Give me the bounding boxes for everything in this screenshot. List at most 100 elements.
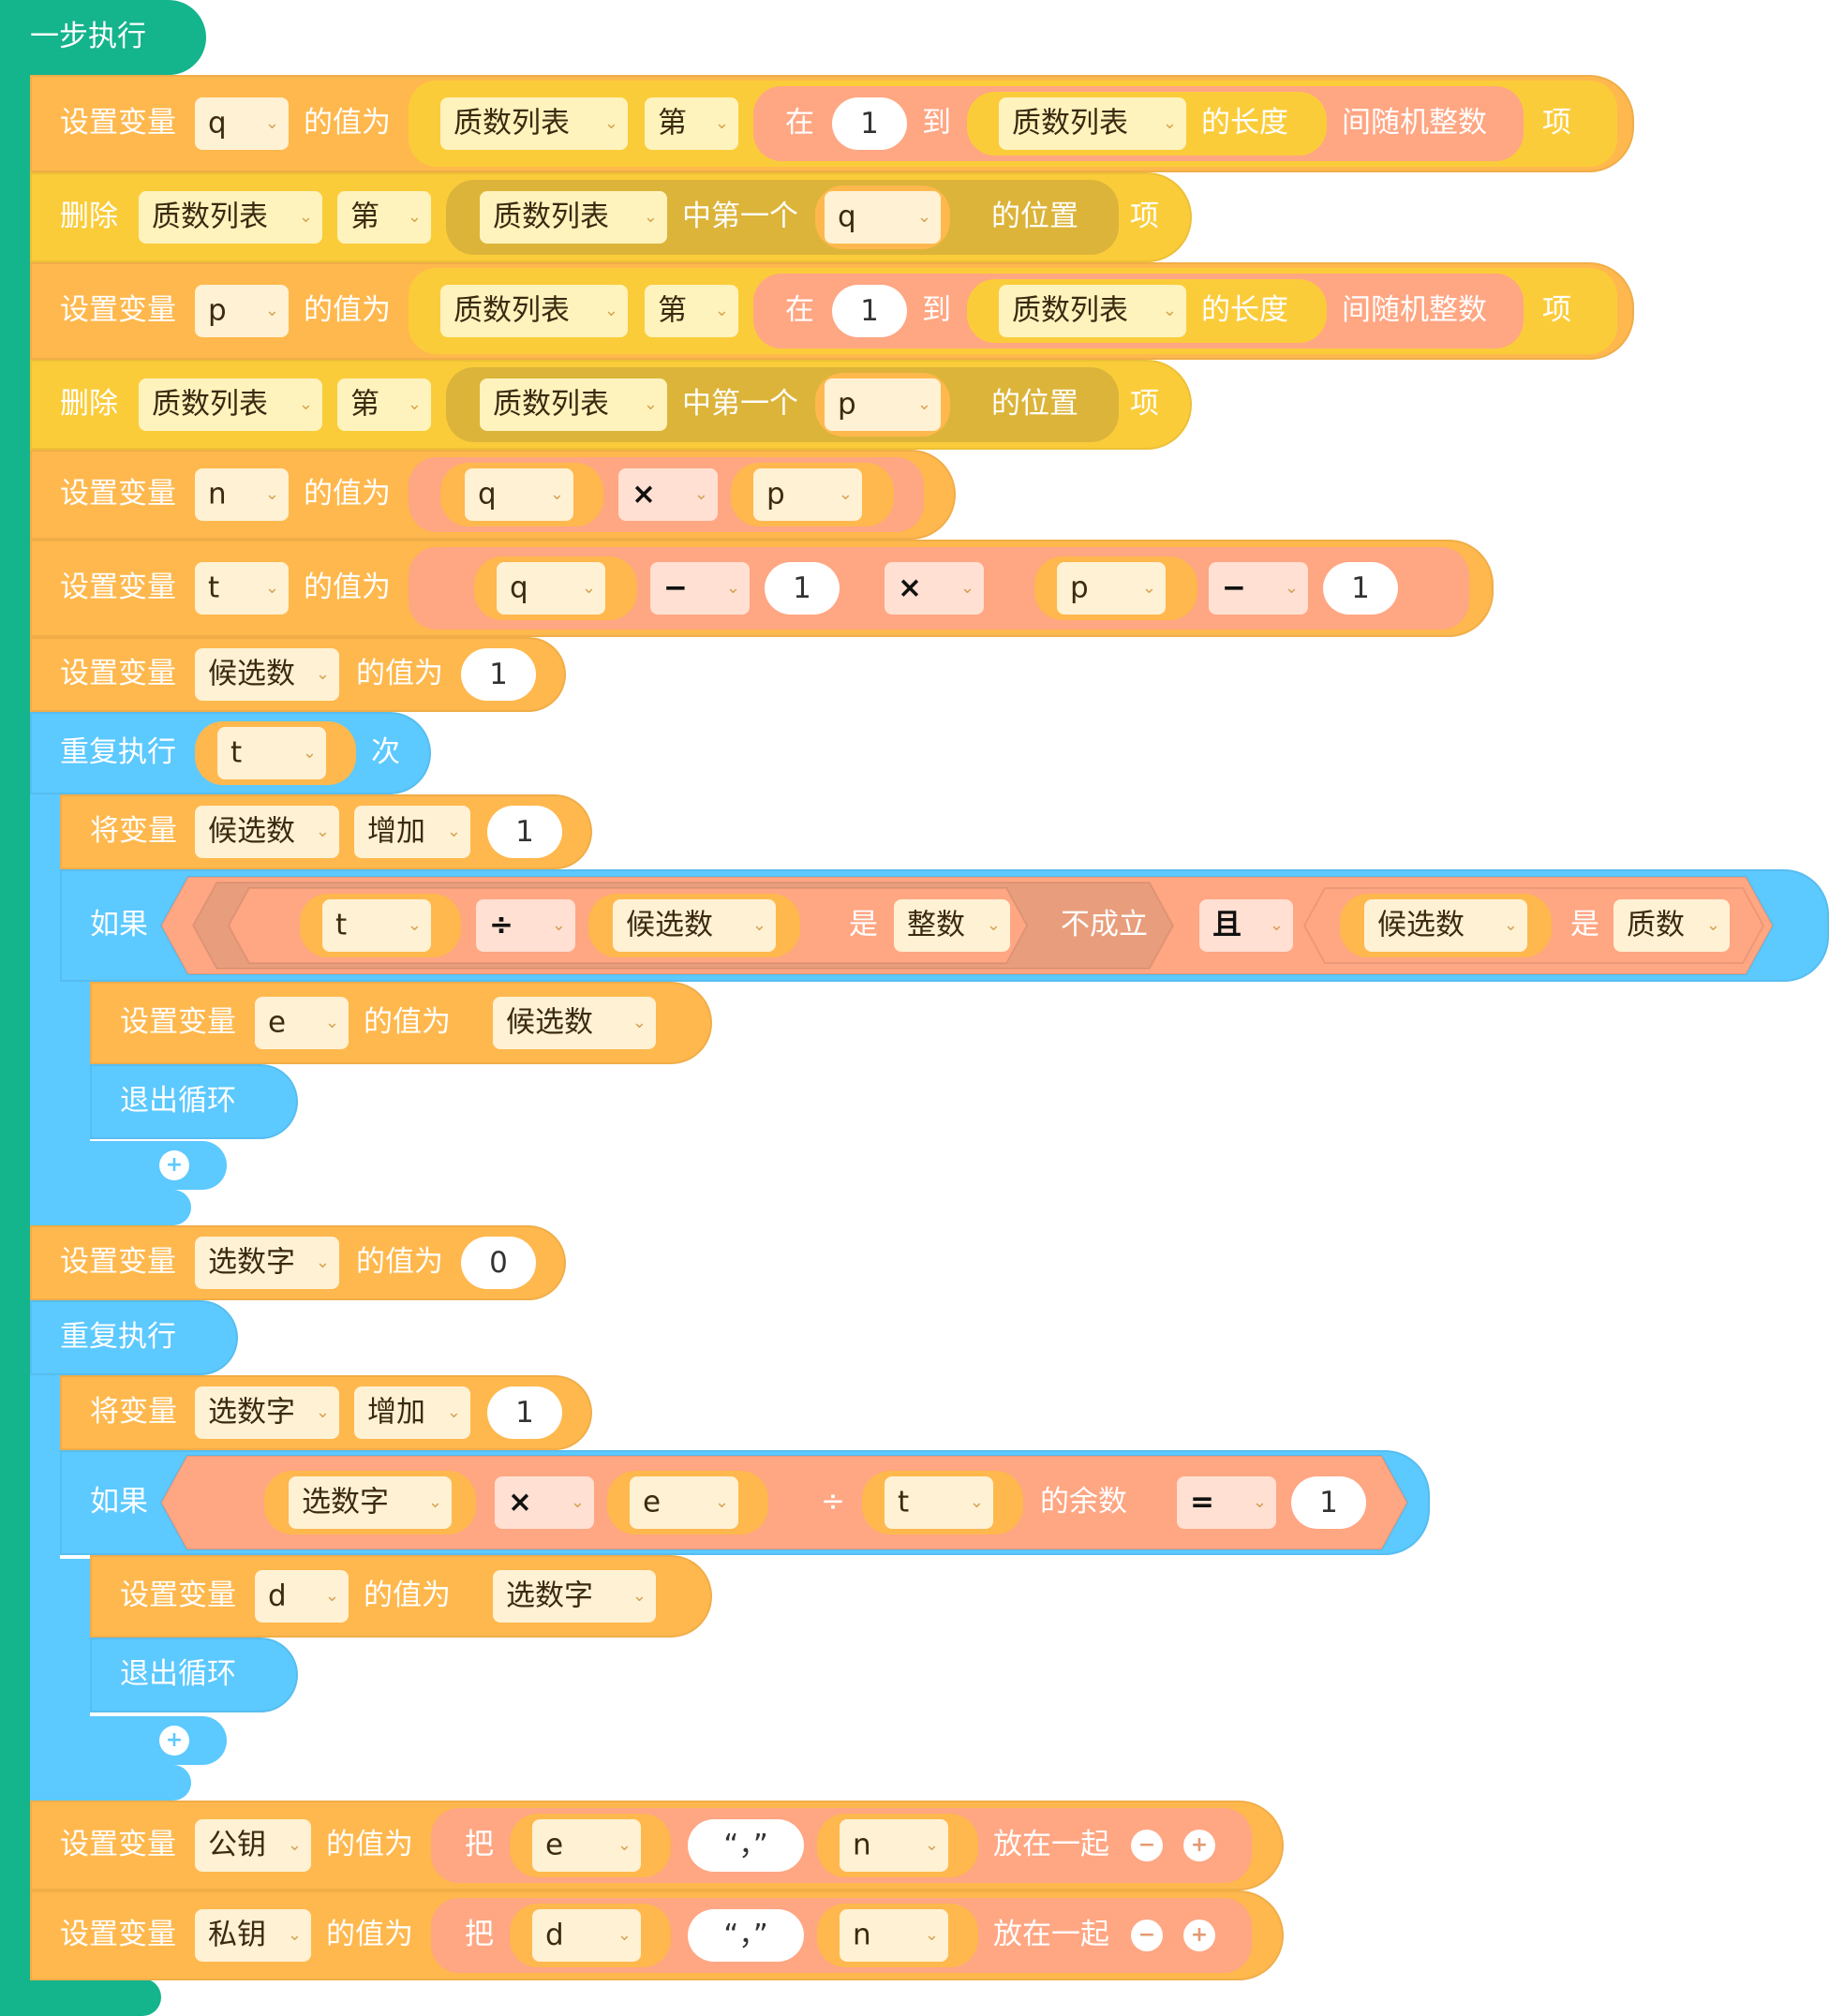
b6-subtract-1-dropdown[interactable]: −⌄ xyxy=(650,562,750,615)
b6-variable-dropdown-value: t xyxy=(208,571,220,605)
if-2-b-dropdown[interactable]: e⌄ xyxy=(630,1476,738,1529)
b11-value-input[interactable]: 1 xyxy=(487,1386,562,1439)
event-hat-block[interactable] xyxy=(0,0,206,75)
b3-list-dropdown[interactable]: 质数列表⌄ xyxy=(440,285,628,337)
b8-value-input[interactable]: 1 xyxy=(487,806,562,858)
if-1-a-dropdown[interactable]: t⌄ xyxy=(322,899,431,952)
b4-item-mode-dropdown[interactable]: 第⌄ xyxy=(337,378,431,431)
if-2-value-input[interactable]: 1 xyxy=(1291,1476,1366,1529)
if-2-multiply-dropdown[interactable]: ×⌄ xyxy=(495,1476,594,1529)
b3-random-end-label: 间随机整数 xyxy=(1342,293,1487,327)
b13-a-dropdown-value: e xyxy=(545,1828,564,1862)
b1-variable-dropdown[interactable]: q⌄ xyxy=(195,97,289,150)
chevron-down-icon: ⌄ xyxy=(916,207,931,227)
b11-variable-dropdown[interactable]: 选数字⌄ xyxy=(195,1386,339,1439)
b6-a-dropdown[interactable]: q⌄ xyxy=(497,562,605,615)
if-1-b-dropdown[interactable]: 候选数⌄ xyxy=(613,899,776,952)
b3-length-list-dropdown[interactable]: 质数列表⌄ xyxy=(999,285,1186,337)
if-2-equals-dropdown[interactable]: =⌄ xyxy=(1177,1476,1276,1529)
chevron-down-icon: ⌄ xyxy=(632,1586,647,1606)
r1-repeat-label: 重复执行 xyxy=(60,735,176,769)
b4-find-list-dropdown[interactable]: 质数列表⌄ xyxy=(480,378,667,431)
b9-value-dropdown[interactable]: 候选数⌄ xyxy=(493,997,656,1049)
b1-length-list-dropdown[interactable]: 质数列表⌄ xyxy=(999,97,1186,150)
b8-mode-dropdown[interactable]: 增加⌄ xyxy=(354,806,470,858)
chevron-down-icon: ⌄ xyxy=(446,1402,461,1422)
b4-find-variable-dropdown[interactable]: p⌄ xyxy=(825,378,941,431)
b1-item-mode-dropdown-value: 第 xyxy=(658,106,687,141)
b2-find-variable-dropdown[interactable]: q⌄ xyxy=(825,191,941,244)
chevron-down-icon: ⌄ xyxy=(315,1253,330,1272)
b4-find-variable-dropdown-value: p xyxy=(838,387,856,422)
chevron-down-icon: ⌄ xyxy=(714,113,729,133)
b3-item-end-label: 项 xyxy=(1542,293,1571,327)
b14-separator-input[interactable]: “，” xyxy=(688,1909,804,1962)
if-1-and-dropdown[interactable]: 且⌄ xyxy=(1199,899,1293,952)
b14-b-dropdown[interactable]: n⌄ xyxy=(840,1909,948,1962)
b6-subtract-2-dropdown[interactable]: −⌄ xyxy=(1209,562,1308,615)
b7-variable-dropdown[interactable]: 候选数⌄ xyxy=(195,648,339,701)
b3-random-min-input[interactable]: 1 xyxy=(832,285,907,337)
b3-variable-dropdown[interactable]: p⌄ xyxy=(195,285,289,337)
if-1-c-dropdown[interactable]: 候选数⌄ xyxy=(1364,899,1527,952)
b8-variable-dropdown[interactable]: 候选数⌄ xyxy=(195,806,339,858)
b9-set-label: 设置变量 xyxy=(120,1005,236,1039)
b1-random-min-input[interactable]: 1 xyxy=(832,97,907,150)
b6-b-dropdown[interactable]: p⌄ xyxy=(1057,562,1166,615)
b1-list-dropdown[interactable]: 质数列表⌄ xyxy=(440,97,628,150)
b12-value-dropdown[interactable]: 选数字⌄ xyxy=(493,1570,656,1623)
b13-add-item-button[interactable]: + xyxy=(1183,1830,1215,1861)
if-1-kind2-dropdown[interactable]: 质数⌄ xyxy=(1613,899,1730,952)
b10-value-input[interactable]: 0 xyxy=(461,1237,536,1289)
b14-variable-dropdown[interactable]: 私钥⌄ xyxy=(195,1909,311,1962)
br1-break-block[interactable] xyxy=(90,1064,298,1139)
if-2-modulo-label: 的余数 xyxy=(1040,1485,1127,1519)
chevron-down-icon: ⌄ xyxy=(298,394,313,414)
if-2-label: 如果 xyxy=(90,1485,148,1519)
if-1-divide-dropdown[interactable]: ÷⌄ xyxy=(476,899,575,952)
br2-break-block[interactable] xyxy=(90,1638,298,1712)
b6-n2-input[interactable]: 1 xyxy=(1323,562,1398,615)
b13-variable-dropdown[interactable]: 公钥⌄ xyxy=(195,1819,311,1872)
chevron-down-icon: ⌄ xyxy=(714,1492,729,1512)
b6-variable-dropdown[interactable]: t⌄ xyxy=(195,562,289,615)
b5-b-dropdown[interactable]: p⌄ xyxy=(753,468,862,521)
b12-set-label: 设置变量 xyxy=(120,1579,236,1612)
if-2-add-button[interactable]: + xyxy=(159,1726,189,1756)
b13-b-dropdown[interactable]: n⌄ xyxy=(840,1819,948,1872)
b2-item-mode-dropdown[interactable]: 第⌄ xyxy=(337,191,431,244)
b10-variable-dropdown[interactable]: 选数字⌄ xyxy=(195,1237,339,1289)
b9-variable-dropdown[interactable]: e⌄ xyxy=(255,997,349,1049)
b6-n1-input[interactable]: 1 xyxy=(765,562,840,615)
if-1-not-label: 不成立 xyxy=(1061,908,1148,941)
if-2-c-dropdown[interactable]: t⌄ xyxy=(885,1476,993,1529)
b12-variable-dropdown[interactable]: d⌄ xyxy=(255,1570,349,1623)
b14-remove-item-button[interactable]: − xyxy=(1131,1920,1163,1951)
b13-remove-item-button[interactable]: − xyxy=(1131,1830,1163,1861)
b7-value-input[interactable]: 1 xyxy=(461,648,536,701)
b14-add-item-button[interactable]: + xyxy=(1183,1920,1215,1951)
b3-item-mode-dropdown[interactable]: 第⌄ xyxy=(645,285,738,337)
if-2-a-dropdown[interactable]: 选数字⌄ xyxy=(289,1476,452,1529)
b1-item-end-label: 项 xyxy=(1542,106,1571,140)
r2-repeat-forever-block[interactable] xyxy=(30,1300,238,1375)
b2-find-list-dropdown[interactable]: 质数列表⌄ xyxy=(480,191,667,244)
b5-a-dropdown[interactable]: q⌄ xyxy=(465,468,573,521)
b5-variable-dropdown[interactable]: n⌄ xyxy=(195,468,289,521)
b13-separator-input[interactable]: “，” xyxy=(688,1819,804,1872)
chevron-down-icon: ⌄ xyxy=(549,484,564,504)
b14-a-dropdown[interactable]: d⌄ xyxy=(532,1909,641,1962)
b9-value-dropdown-value: 候选数 xyxy=(506,1005,593,1040)
b1-item-mode-dropdown[interactable]: 第⌄ xyxy=(645,97,738,150)
b6-multiply-dropdown[interactable]: ×⌄ xyxy=(885,562,984,615)
b2-list-dropdown[interactable]: 质数列表⌄ xyxy=(139,191,322,244)
chevron-down-icon: ⌄ xyxy=(1503,915,1518,935)
if-1-kind-dropdown[interactable]: 整数⌄ xyxy=(894,899,1010,952)
r1-times-dropdown[interactable]: t⌄ xyxy=(217,727,326,779)
b4-delete-label: 删除 xyxy=(60,387,118,421)
if-1-add-button[interactable]: + xyxy=(159,1150,189,1180)
b11-mode-dropdown[interactable]: 增加⌄ xyxy=(354,1386,470,1439)
b13-a-dropdown[interactable]: e⌄ xyxy=(532,1819,641,1872)
b4-list-dropdown[interactable]: 质数列表⌄ xyxy=(139,378,322,431)
b5-operator-dropdown[interactable]: ×⌄ xyxy=(618,468,718,521)
